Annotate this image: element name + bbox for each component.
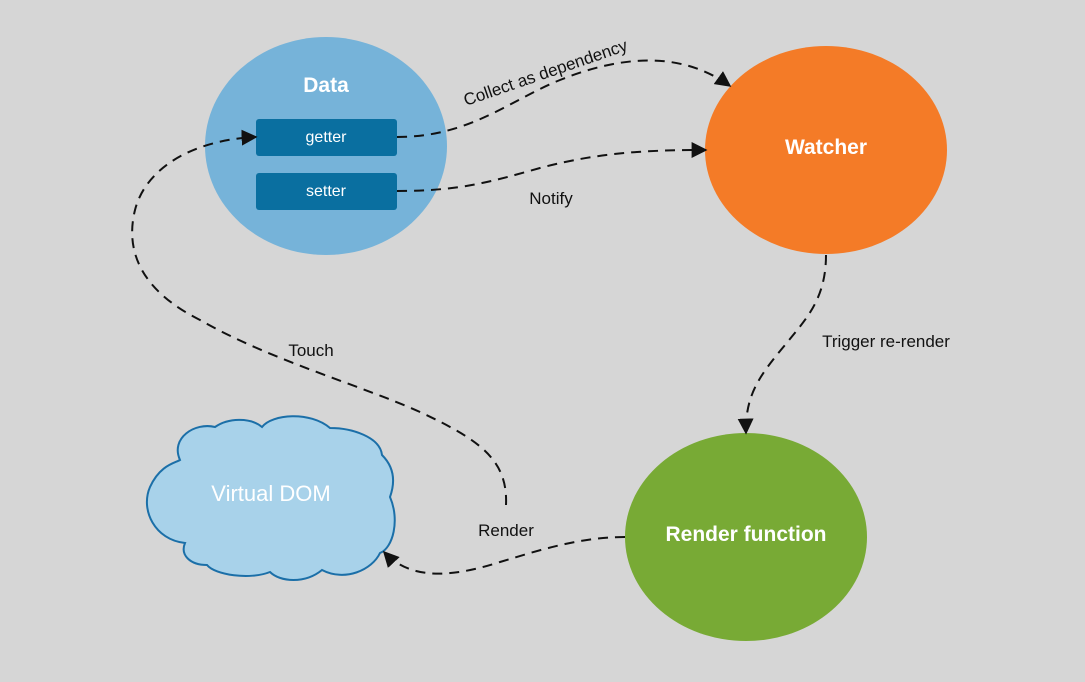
setter-label: setter: [306, 183, 347, 200]
edge-notify: Notify: [396, 142, 708, 208]
render-function-title: Render function: [666, 523, 827, 546]
edge-collect: Collect as dependency: [396, 36, 732, 138]
getter-label: getter: [306, 129, 348, 146]
edge-touch: Touch: [131, 129, 508, 506]
edge-notify-label: Notify: [529, 189, 573, 208]
edge-notify-line: [396, 142, 708, 192]
getter-box: getter: [256, 119, 397, 156]
edge-touch-line: [131, 129, 508, 506]
edge-touch-label: Touch: [288, 341, 333, 360]
watcher-node: Watcher: [705, 46, 947, 254]
setter-box: setter: [256, 173, 397, 210]
data-title: Data: [303, 74, 349, 97]
watcher-title: Watcher: [785, 136, 867, 159]
edge-render-label: Render: [478, 521, 534, 540]
edge-render: Render: [382, 521, 626, 575]
edge-trigger-line: [737, 254, 827, 435]
virtual-dom-node: Virtual DOM: [145, 415, 396, 581]
render-function-circle: [625, 433, 867, 641]
edge-trigger: Trigger re-render: [737, 254, 950, 435]
render-function-node: Render function: [625, 433, 867, 641]
edge-collect-label: Collect as dependency: [461, 36, 630, 110]
watcher-circle: [705, 46, 947, 254]
edge-render-line: [382, 536, 626, 575]
edge-collect-line: [396, 59, 732, 138]
edge-trigger-label: Trigger re-render: [822, 332, 950, 351]
data-node: Data getter setter: [205, 37, 447, 255]
virtual-dom-label: Virtual DOM: [211, 481, 330, 506]
virtual-dom-cloud: [145, 415, 396, 581]
